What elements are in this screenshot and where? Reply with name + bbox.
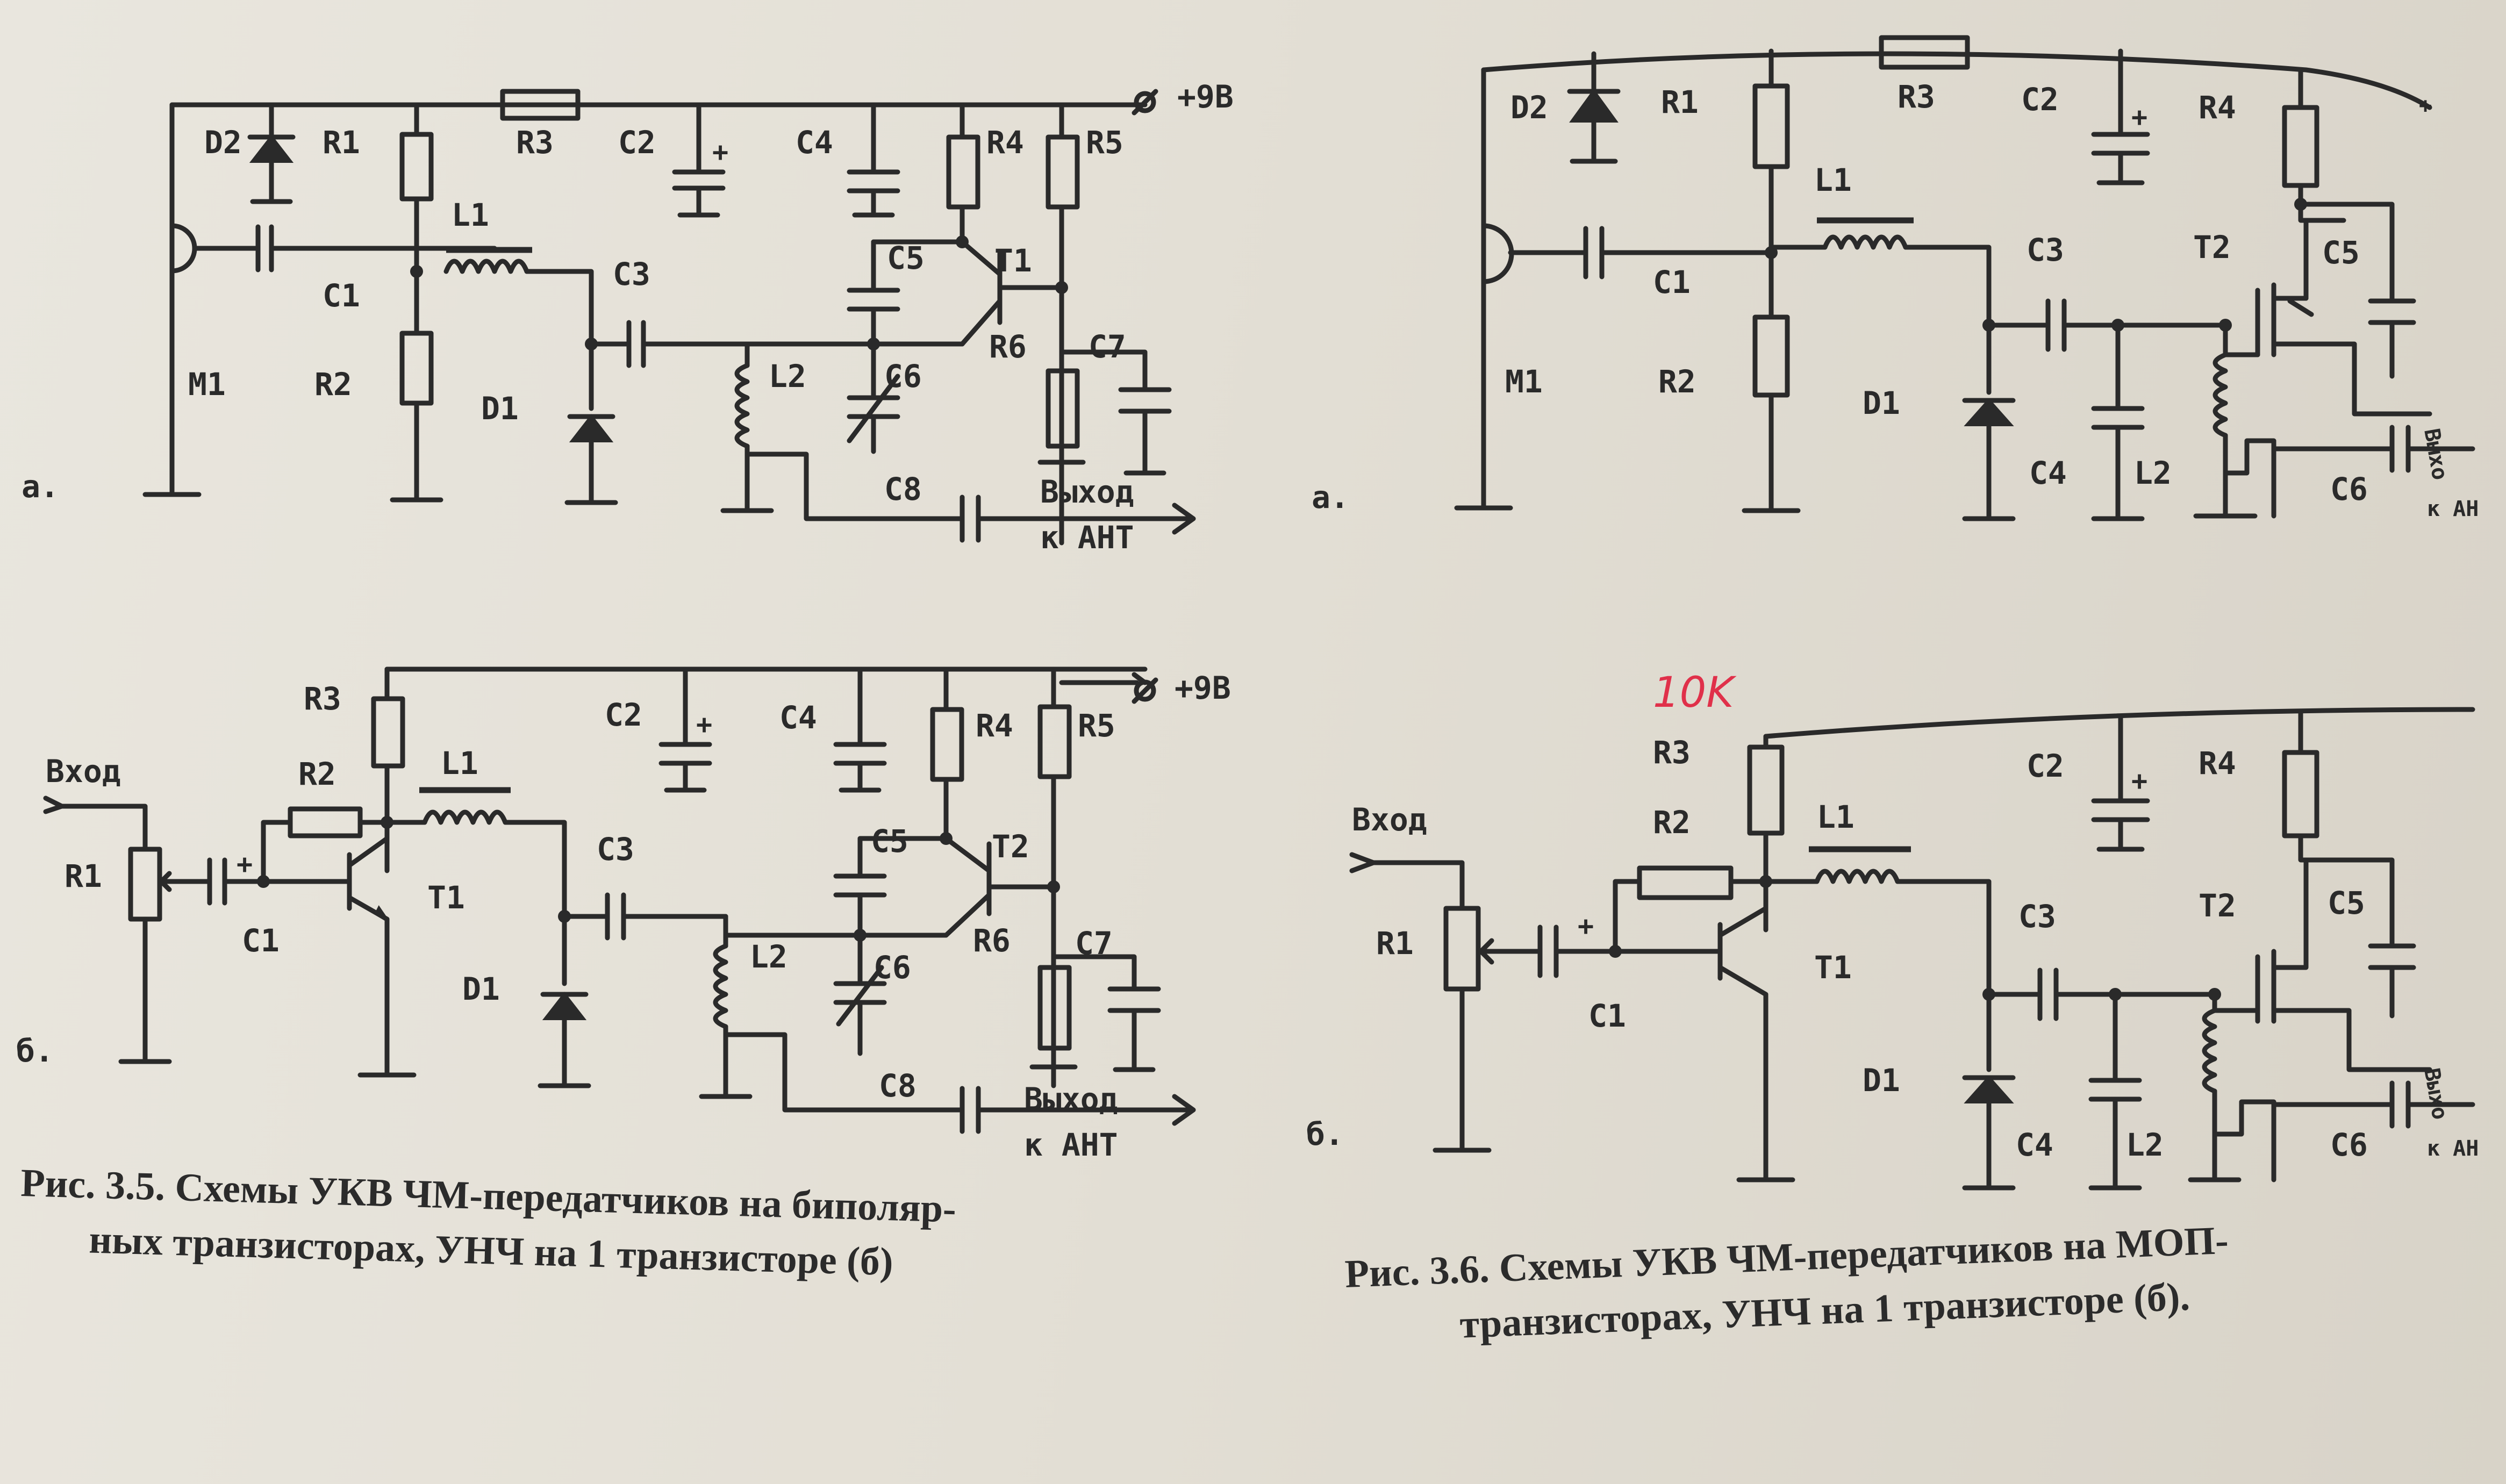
fig35b-label-c8: C8: [879, 1067, 917, 1104]
fig35b-schematic: R3 C2 + C4 R4 R5 +9В R2 L1 Вход R1 + C1 …: [16, 666, 1231, 1163]
fig35a-label-t1: T1: [994, 242, 1032, 279]
fig36b-label-c3: C3: [2018, 898, 2056, 935]
fig35a-label-c3: C3: [613, 256, 650, 292]
fig35b-label-d1: D1: [462, 971, 500, 1007]
plus-sign: +: [712, 137, 728, 168]
fig35b-label-r5: R5: [1078, 707, 1115, 744]
fig36a-supply-edge: +: [2419, 94, 2432, 118]
fig36a-schematic: D2 R1 R3 C2 + R4 + L1 C3 T2 C5 C1 M1 R2 …: [1312, 35, 2479, 521]
fig35b-label-r6: R6: [973, 922, 1011, 959]
fig35b-label-c2: C2: [605, 697, 642, 733]
fig35b-label-c7: C7: [1075, 925, 1113, 962]
fig36a-label-c5: C5: [2322, 234, 2360, 271]
fig35a-label-m1: M1: [188, 366, 226, 403]
fig35a-out2: к АНТ: [1040, 519, 1134, 556]
fig35b-label-l2: L2: [750, 938, 787, 975]
handwritten-10k-note: 10K: [1653, 669, 1737, 717]
fig35a-label-r1: R1: [323, 124, 360, 161]
fig35a-out1: Выход: [1040, 474, 1134, 510]
fig35a-label-c8: C8: [884, 471, 922, 507]
fig35a-label-r6: R6: [989, 328, 1027, 365]
fig36a-label-r4: R4: [2199, 89, 2236, 126]
fig36b-label-r4: R4: [2199, 745, 2236, 782]
fig35b-label-c1: C1: [242, 922, 280, 959]
fig35a-label-r4: R4: [986, 124, 1024, 161]
fig35a-supply: +9В: [1177, 78, 1234, 115]
fig36b-variant: б.: [1306, 1116, 1344, 1152]
plus-sign: +: [237, 849, 253, 880]
fig36a-label-c6: C6: [2330, 471, 2368, 507]
fig36a-label-c3: C3: [2027, 232, 2064, 268]
fig36b-label-c5: C5: [2328, 885, 2365, 921]
fig35b-label-r2: R2: [298, 756, 336, 792]
fig36b-label-r3: R3: [1653, 734, 1691, 771]
fig35a-label-r2: R2: [314, 366, 352, 403]
fig35b-label-t2: T2: [992, 828, 1029, 865]
fig36a-edge-ant: к АН: [2427, 497, 2479, 521]
fig35b-label-r3: R3: [304, 680, 341, 717]
fig36a-variant: а.: [1312, 479, 1349, 515]
plus-sign: +: [2131, 102, 2147, 133]
fig36b-label-l2: L2: [2126, 1127, 2164, 1163]
fig36b-schematic: 10K: [1306, 669, 2479, 1191]
fig36a-label-d2: D2: [1510, 89, 1548, 126]
fig35a-label-d2: D2: [204, 124, 242, 161]
fig35b-label-t1: T1: [427, 879, 465, 916]
fig36b-label-t1: T1: [1814, 949, 1852, 986]
fig36b-edge-out: Выхо: [2419, 1066, 2452, 1122]
fig36a-label-c4: C4: [2029, 455, 2067, 491]
fig35b-label-c6: C6: [873, 949, 911, 986]
fig36a-label-r3: R3: [1898, 78, 1935, 115]
fig36b-label-t2: T2: [2199, 887, 2236, 924]
fig35b-label-c3: C3: [597, 831, 634, 868]
fig35a-label-c7: C7: [1089, 328, 1126, 365]
fig35a-label-d1: D1: [481, 390, 519, 427]
fig36b-label-c2: C2: [2027, 748, 2064, 784]
fig35b-out1: Выход: [1024, 1081, 1118, 1117]
fig35b-label-r4: R4: [976, 707, 1013, 744]
fig35a-label-c4: C4: [796, 124, 833, 161]
fig35b-label-c5: C5: [871, 823, 908, 859]
fig36a-label-l2: L2: [2134, 455, 2172, 491]
fig35b-label-r1: R1: [65, 858, 102, 894]
fig35a-label-r3: R3: [516, 124, 554, 161]
fig36b-label-l1: L1: [1817, 799, 1855, 835]
fig35a-label-c2: C2: [618, 124, 656, 161]
fig35a-label-c6: C6: [884, 358, 922, 395]
fig36a-label-l1: L1: [1814, 162, 1852, 198]
fig36b-label-r1: R1: [1376, 925, 1414, 962]
fig36a-label-c1: C1: [1653, 264, 1691, 300]
fig36a-label-r1: R1: [1661, 84, 1699, 120]
fig36b-label-r2: R2: [1653, 804, 1691, 841]
fig36b-label-c1: C1: [1588, 998, 1626, 1034]
fig36a-label-d1: D1: [1863, 385, 1900, 421]
fig35b-variant: б.: [16, 1033, 54, 1069]
fig36b-label-in: Вход: [1352, 801, 1427, 838]
fig36a-label-m1: M1: [1505, 363, 1543, 400]
fig36b-edge-ant: к АН: [2427, 1136, 2479, 1161]
plus-sign: +: [1578, 911, 1594, 942]
fig35a-label-r5: R5: [1086, 124, 1123, 161]
plus-sign: +: [696, 709, 712, 740]
fig35b-label-c4: C4: [779, 699, 817, 736]
fig35a-label-l2: L2: [769, 358, 806, 395]
fig35a-label-c5: C5: [887, 240, 925, 276]
fig36a-label-c2: C2: [2021, 81, 2059, 118]
fig35a-label-c1: C1: [323, 277, 360, 314]
fig36b-label-c4: C4: [2016, 1127, 2053, 1163]
fig36a-label-t2: T2: [2193, 229, 2231, 266]
fig35b-label-in: Вход: [46, 753, 121, 790]
fig35b-supply: +9В: [1175, 670, 1231, 706]
fig35a-label-l1: L1: [452, 197, 489, 233]
fig36b-label-d1: D1: [1863, 1062, 1900, 1099]
fig36a-label-r2: R2: [1658, 363, 1696, 400]
plus-sign: +: [2131, 765, 2147, 797]
fig36b-label-c6: C6: [2330, 1127, 2368, 1163]
fig35b-label-l1: L1: [441, 745, 478, 782]
fig36a-edge-out: Выхо: [2419, 427, 2452, 482]
fig35b-out2: к АНТ: [1024, 1127, 1118, 1163]
fig35a-schematic: D2 R1 R3 C2 + C4 R4 R5 +9В L1 C1 C3 C5 T…: [22, 78, 1234, 556]
fig35a-variant: а.: [22, 468, 59, 505]
